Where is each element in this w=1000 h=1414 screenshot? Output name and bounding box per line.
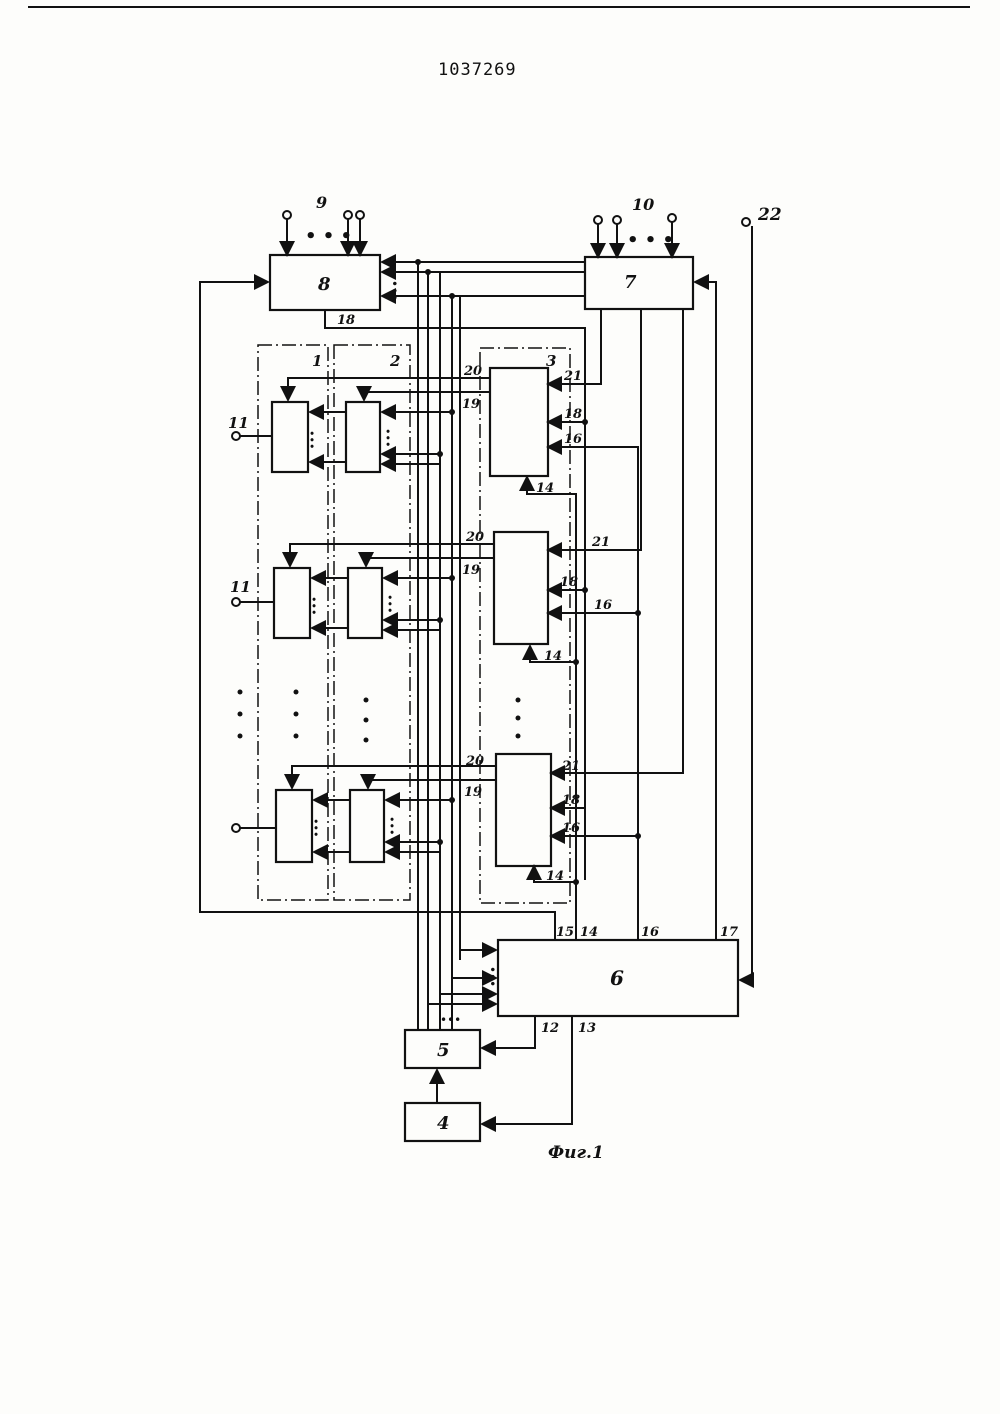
terminal-10-label: 10 xyxy=(632,195,654,214)
row1-block-a xyxy=(272,402,308,472)
row2-block-b xyxy=(348,568,382,638)
row2-block-c xyxy=(494,532,548,644)
row2-signal-20: 20 xyxy=(465,530,484,545)
row1-signal-16: 16 xyxy=(564,432,582,447)
terminal-11-row2 xyxy=(232,598,240,606)
row2-signal-14: 14 xyxy=(544,649,562,664)
row2-signal-19: 19 xyxy=(462,563,480,578)
row1-signal-20: 20 xyxy=(463,364,482,379)
figure-caption: Фиг.1 xyxy=(548,1143,604,1163)
row1-signal-19: 19 xyxy=(462,397,480,412)
row1-signal-21: 21 xyxy=(563,369,582,384)
block-7 xyxy=(585,257,693,309)
block-4-label: 4 xyxy=(437,1113,450,1134)
group-label-2: 2 xyxy=(389,352,400,370)
terminal-row3 xyxy=(232,824,240,832)
terminal-10-b xyxy=(613,216,621,224)
terminal-22-label: 22 xyxy=(757,205,782,225)
row3-signal-18: 18 xyxy=(562,793,580,808)
svg-text:•••: ••• xyxy=(485,966,499,987)
terminal-10-c xyxy=(668,214,676,222)
row3-signal-21: 21 xyxy=(561,759,580,774)
row2-signal-18: 18 xyxy=(560,575,578,590)
svg-text:•••: ••• xyxy=(385,816,398,835)
svg-text:•••: ••• xyxy=(383,594,396,613)
terminal-22 xyxy=(742,218,750,226)
terminal-10-a xyxy=(594,216,602,224)
terminal-11b-label: 11 xyxy=(230,578,251,596)
terminal-9-b xyxy=(344,211,352,219)
row1-block-c xyxy=(490,368,548,476)
svg-text:•••: ••• xyxy=(309,818,322,837)
svg-text:•••: ••• xyxy=(381,428,394,447)
row3-signal-14: 14 xyxy=(546,869,564,884)
block-7-label: 7 xyxy=(624,272,637,293)
block6-signal-14: 14 xyxy=(580,925,598,940)
block6-signal-16: 16 xyxy=(641,925,659,940)
block-5-label: 5 xyxy=(437,1040,450,1061)
row3-block-a xyxy=(276,790,312,862)
signal-13-label: 13 xyxy=(578,1021,596,1036)
row2-signal-16: 16 xyxy=(594,598,612,613)
row3-signal-20: 20 xyxy=(465,754,484,769)
block6-signal-17: 17 xyxy=(720,925,738,940)
svg-text:•••: ••• xyxy=(440,1013,461,1027)
signal-18-label: 18 xyxy=(337,313,355,328)
row3-signal-16: 16 xyxy=(562,821,580,836)
terminal-9-a xyxy=(283,211,291,219)
group-frame-1 xyxy=(258,345,328,900)
terminal-9-c xyxy=(356,211,364,219)
row3-block-b xyxy=(350,790,384,862)
block6-signal-15: 15 xyxy=(556,925,574,940)
row3-block-c xyxy=(496,754,551,866)
svg-text:•••: ••• xyxy=(387,280,401,301)
svg-text:•••: ••• xyxy=(305,430,318,449)
terminal-11a-label: 11 xyxy=(228,414,249,432)
row1-signal-14: 14 xyxy=(536,481,554,496)
row3-signal-19: 19 xyxy=(464,785,482,800)
terminal-11-row1 xyxy=(232,432,240,440)
group-label-1: 1 xyxy=(312,352,322,370)
svg-text:• • •: • • • xyxy=(305,226,352,247)
svg-text:•••: ••• xyxy=(307,596,320,615)
terminal-9-label: 9 xyxy=(316,193,327,212)
row2-signal-21: 21 xyxy=(591,535,610,550)
signal-12-label: 12 xyxy=(541,1021,559,1036)
row1-block-b xyxy=(346,402,380,472)
svg-text:• • •: • • • xyxy=(627,230,674,251)
block-6-label: 6 xyxy=(610,966,624,990)
row2-block-a xyxy=(274,568,310,638)
ellipsis-dots xyxy=(238,690,521,743)
block-8-label: 8 xyxy=(317,274,331,295)
row1-signal-18: 18 xyxy=(564,407,582,422)
